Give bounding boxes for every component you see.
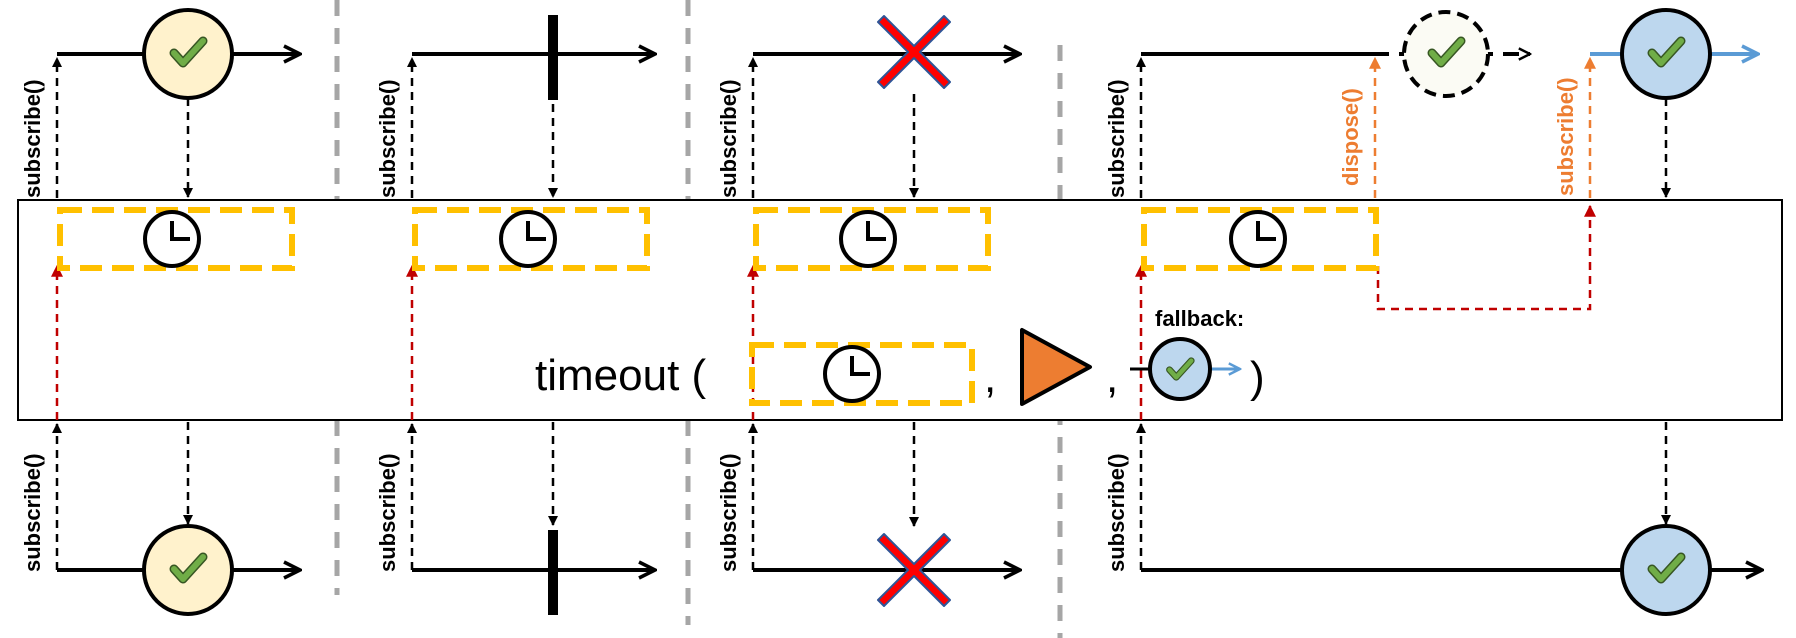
- subscribe-label: subscribe(): [716, 453, 741, 572]
- subscribe-label: subscribe(): [375, 79, 400, 198]
- panel-4-timeout-fallback: subscribe() dispose() subscribe() subscr…: [1104, 8, 1762, 616]
- panel-2-complete: subscribe() subscribe(): [375, 15, 655, 615]
- timer-box-1: [57, 207, 295, 271]
- timer-box-3: [753, 207, 991, 271]
- clock-icon: [1229, 210, 1287, 268]
- operator-signature: timeout ( , , fallback: ): [535, 306, 1265, 406]
- panel-3-error: subscribe() subscribe(): [716, 15, 1020, 607]
- timer-box-2: [412, 207, 650, 271]
- operator-box: [17, 199, 1783, 421]
- subscribe-label: subscribe(): [20, 79, 45, 198]
- subscribe-label: subscribe(): [1104, 79, 1129, 198]
- timer-boxes: [57, 207, 1379, 271]
- subscribe-label: subscribe(): [375, 453, 400, 572]
- clock-icon: [823, 345, 881, 403]
- operator-name: timeout (: [535, 351, 707, 400]
- fallback-subscribe-label: subscribe(): [1553, 77, 1578, 196]
- timeout-to-fallback-path: [1376, 204, 1596, 311]
- comma-1: ,: [984, 353, 996, 402]
- fallback-label: fallback:: [1155, 306, 1244, 331]
- clock-icon: [143, 210, 201, 268]
- play-triangle-icon: [1020, 328, 1092, 406]
- clock-icon: [499, 210, 557, 268]
- clock-icon: [839, 210, 897, 268]
- dispose-label: dispose(): [1338, 88, 1363, 186]
- comma-2: ,: [1106, 353, 1118, 402]
- timer-box-4: [1141, 207, 1379, 271]
- subscribe-label: subscribe(): [716, 79, 741, 198]
- signature-timer-box: [749, 342, 975, 406]
- panel-1-success: subscribe() subscribe(): [20, 8, 300, 616]
- subscribe-label: subscribe(): [20, 453, 45, 572]
- close-paren: ): [1250, 353, 1265, 402]
- subscribe-label: subscribe(): [1104, 453, 1129, 572]
